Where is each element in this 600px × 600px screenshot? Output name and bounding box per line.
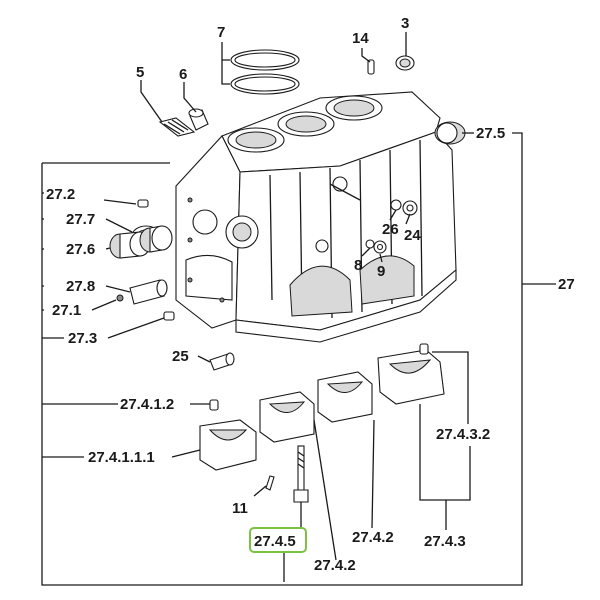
left-small-parts [109, 199, 175, 321]
bearing-cap-4 [377, 343, 445, 405]
engine-block [175, 91, 457, 343]
callout-27-4-3[interactable]: 27.4.3 [424, 533, 466, 550]
cap-bolt-part [293, 445, 309, 503]
callout-27-4-2-a[interactable]: 27.4.2 [352, 529, 394, 546]
callout-27-6[interactable]: 27.6 [66, 241, 95, 258]
callout-27-8[interactable]: 27.8 [66, 278, 95, 295]
callout-27-5[interactable]: 27.5 [476, 125, 505, 142]
callout-27-4-2-b[interactable]: 27.4.2 [314, 557, 356, 574]
leader-lines [41, 32, 556, 586]
callout-5[interactable]: 5 [136, 64, 144, 81]
callout-7[interactable]: 7 [217, 24, 225, 41]
callout-27-1[interactable]: 27.1 [52, 302, 81, 319]
callout-27-2[interactable]: 27.2 [46, 186, 75, 203]
bearing-cap-3 [317, 371, 373, 423]
callout-27-7[interactable]: 27.7 [66, 211, 95, 228]
stud-part [158, 117, 196, 137]
bearing-cap-1 [199, 399, 257, 471]
selected-callout-box [249, 527, 307, 553]
callout-27-4-1-2[interactable]: 27.4.1.2 [120, 396, 174, 413]
callout-6[interactable]: 6 [179, 66, 187, 83]
bearing-cap-2 [259, 391, 315, 443]
callout-25[interactable]: 25 [172, 348, 189, 365]
callout-14[interactable]: 14 [352, 30, 369, 47]
expansion-cap-part [434, 121, 466, 145]
dowel-pin-part [367, 59, 375, 75]
callout-27-3[interactable]: 27.3 [68, 330, 97, 347]
callout-27-4-1-1-1[interactable]: 27.4.1.1.1 [88, 449, 155, 466]
callout-9[interactable]: 9 [377, 263, 385, 280]
callout-27-4-5[interactable]: 27.4.5 [254, 533, 296, 550]
callout-3[interactable]: 3 [401, 15, 409, 32]
callout-26[interactable]: 26 [382, 221, 399, 238]
plug-part [395, 55, 415, 71]
callout-27[interactable]: 27 [558, 276, 575, 293]
callout-8[interactable]: 8 [354, 257, 362, 274]
liner-seal-rings [230, 49, 300, 95]
bushing-part [188, 108, 209, 131]
callout-27-4-3-2[interactable]: 27.4.3.2 [436, 426, 490, 443]
callout-labels: 7 5 6 14 3 27.5 27.2 27.7 27.6 27.8 27.1… [46, 15, 575, 574]
oil-jet-part [209, 352, 235, 371]
callout-24[interactable]: 24 [404, 227, 421, 244]
callout-11[interactable]: 11 [232, 500, 248, 517]
pin-11-part [265, 475, 275, 491]
